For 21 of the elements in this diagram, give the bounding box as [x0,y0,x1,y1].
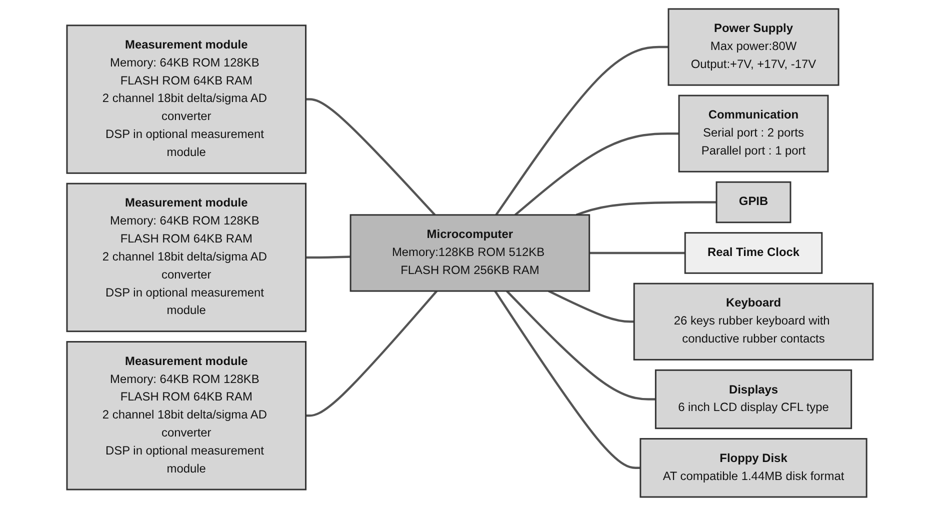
connector [548,290,634,323]
connector [306,98,436,216]
node-box: GPIB [716,181,792,224]
node-box: Communication Serial port : 2 ports Parallel port : 1 port [678,94,829,172]
node-box: Measurement module Memory: 64KB ROM 128KB FLASH ROM 64KB RAM 2 channel 18bit delta/sigma AD converter DSP in optional measurement module [66,341,307,490]
node-box: Displays 6 inch LCD display CFL type [655,369,852,430]
node-box: Real Time Clock [684,232,823,274]
connector [514,132,680,216]
connector [506,290,656,400]
connector [306,256,351,259]
connector [576,201,717,216]
node-box: Measurement module Memory: 64KB ROM 128KB FLASH ROM 64KB RAM 2 channel 18bit delta/sigma AD converter DSP in optional measurement module [66,182,307,332]
node-box: Keyboard 26 keys rubber keyboard with conductive rubber contacts [633,282,874,360]
connector [494,290,640,470]
node-box: Power Supply Max power:80W Output:+7V, +17V, -17V [668,8,840,86]
node-box: Floppy Disk AT compatible 1.44MB disk format [640,438,868,498]
connector [495,46,669,216]
node-box: Microcomputer Memory:128KB ROM 512KB FLASH ROM 256KB RAM [350,214,590,292]
connector [306,290,438,417]
connector [589,252,686,254]
node-box: Measurement module Memory: 64KB ROM 128KB FLASH ROM 64KB RAM 2 channel 18bit delta/sigma AD converter DSP in optional measurement module [66,24,307,174]
